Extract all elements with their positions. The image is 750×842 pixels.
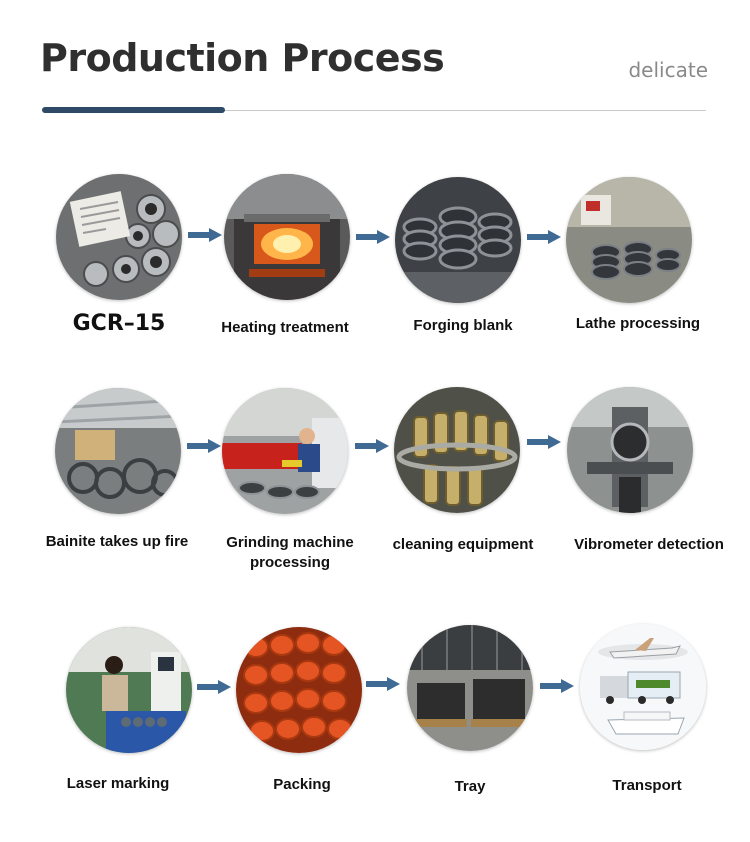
vibrometer-photo-icon [567, 387, 693, 513]
arrow-right-icon [187, 439, 221, 453]
arrow-right-icon [527, 230, 561, 244]
step-label: GCR–15 [29, 314, 209, 334]
arrow-right-icon [366, 677, 400, 691]
page-title: Production Process [40, 36, 444, 80]
step-label: Forging blank [373, 316, 553, 336]
transport-photo-icon [580, 624, 706, 750]
step-label: Tray [380, 777, 560, 797]
step-label: cleaning equipment [373, 535, 553, 555]
step-label: Transport [557, 776, 737, 796]
arrow-right-icon [527, 435, 561, 449]
laser-marking-photo-icon [66, 627, 192, 753]
tray-photo-icon [407, 625, 533, 751]
grinding-photo-icon [222, 388, 348, 514]
forged-rings-photo-icon [395, 177, 521, 303]
arrow-right-icon [355, 439, 389, 453]
steel-bars-photo-icon [56, 174, 182, 300]
step-label: Bainite takes up fire [27, 532, 207, 552]
step-label: Heating treatment [195, 318, 375, 338]
lathe-photo-icon [566, 177, 692, 303]
arrow-right-icon [356, 230, 390, 244]
step-label: Packing [212, 775, 392, 795]
step-label: Vibrometer detection [559, 535, 739, 555]
header-accent-bar [42, 107, 225, 113]
arrow-right-icon [197, 680, 231, 694]
step-label: Grinding machine processing [200, 533, 380, 573]
arrow-right-icon [540, 679, 574, 693]
roller-bearing-photo-icon [394, 387, 520, 513]
packing-photo-icon [236, 627, 362, 753]
step-label: Lathe processing [548, 314, 728, 334]
step-label: Laser marking [28, 774, 208, 794]
arrow-right-icon [188, 228, 222, 242]
page-subtitle: delicate [628, 58, 708, 82]
furnace-photo-icon [224, 174, 350, 300]
bainite-photo-icon [55, 388, 181, 514]
